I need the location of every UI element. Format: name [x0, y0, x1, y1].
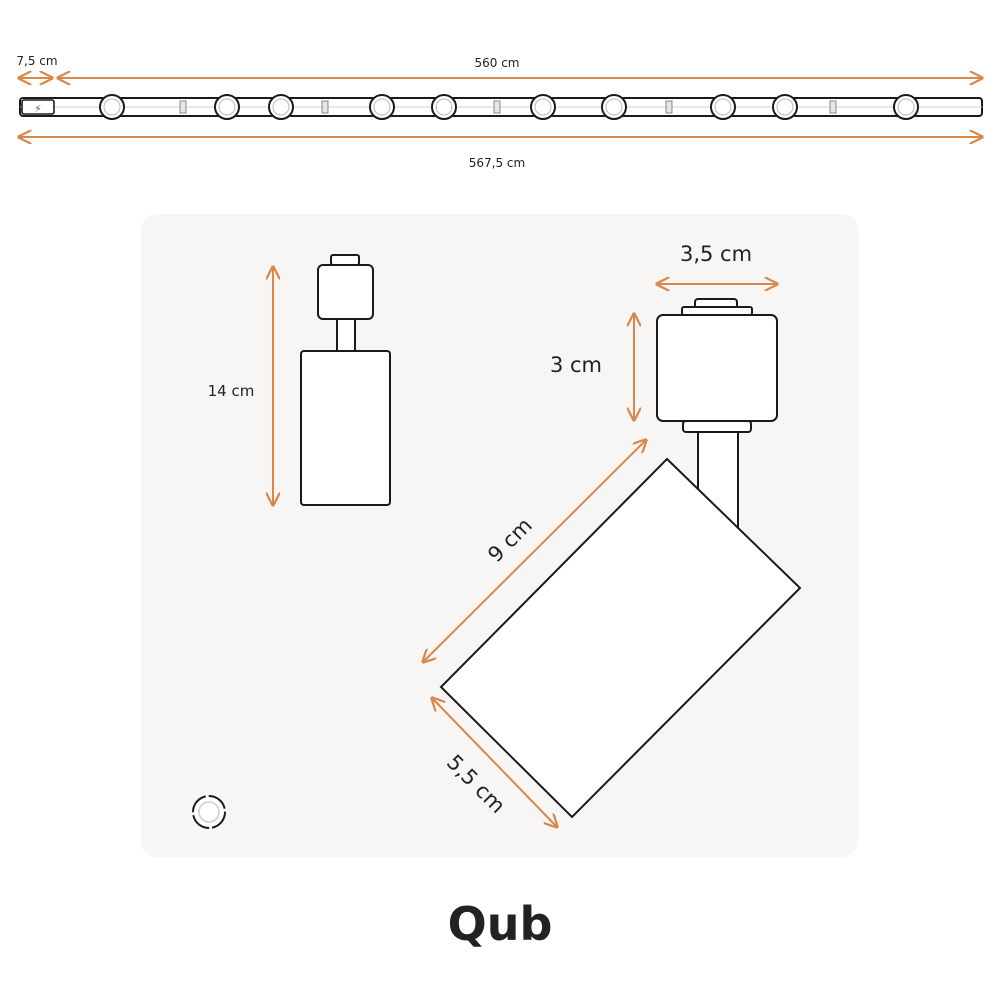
rail-spot-icon — [99, 94, 125, 120]
spot-front-view — [300, 254, 391, 506]
track-rail-section: 7,5 cm 560 cm ⚡ — [16, 54, 982, 170]
front-height-label: 14 cm — [208, 382, 255, 400]
spotlight-icon — [192, 795, 226, 829]
adapter-height-label: 3 cm — [550, 353, 602, 377]
rail-connectors — [179, 100, 837, 114]
lightning-icon: ⚡ — [34, 104, 41, 115]
rail-spot-icon — [710, 94, 736, 120]
total-length-label: 567,5 cm — [469, 156, 525, 170]
rail-spot-icon — [268, 94, 294, 120]
cylinder-length-dimension-arrow — [423, 440, 646, 662]
rail-spot-icon — [530, 94, 556, 120]
rail-spot-icon — [431, 94, 457, 120]
rail-spot-icon — [214, 94, 240, 120]
adapter-width-label: 3,5 cm — [680, 242, 752, 266]
rail-spot-icon — [893, 94, 919, 120]
left-segment-label: 7,5 cm — [16, 54, 57, 68]
cylinder-diameter-dimension-arrow — [432, 698, 557, 827]
rail-length-label: 560 cm — [474, 56, 519, 70]
rail-spot-icon — [601, 94, 627, 120]
rail-spot-icon — [772, 94, 798, 120]
power-feed-box — [21, 99, 55, 115]
rail-spot-icon — [369, 94, 395, 120]
rail-spotlights — [99, 94, 919, 120]
brand-logo: Qub — [448, 897, 553, 951]
